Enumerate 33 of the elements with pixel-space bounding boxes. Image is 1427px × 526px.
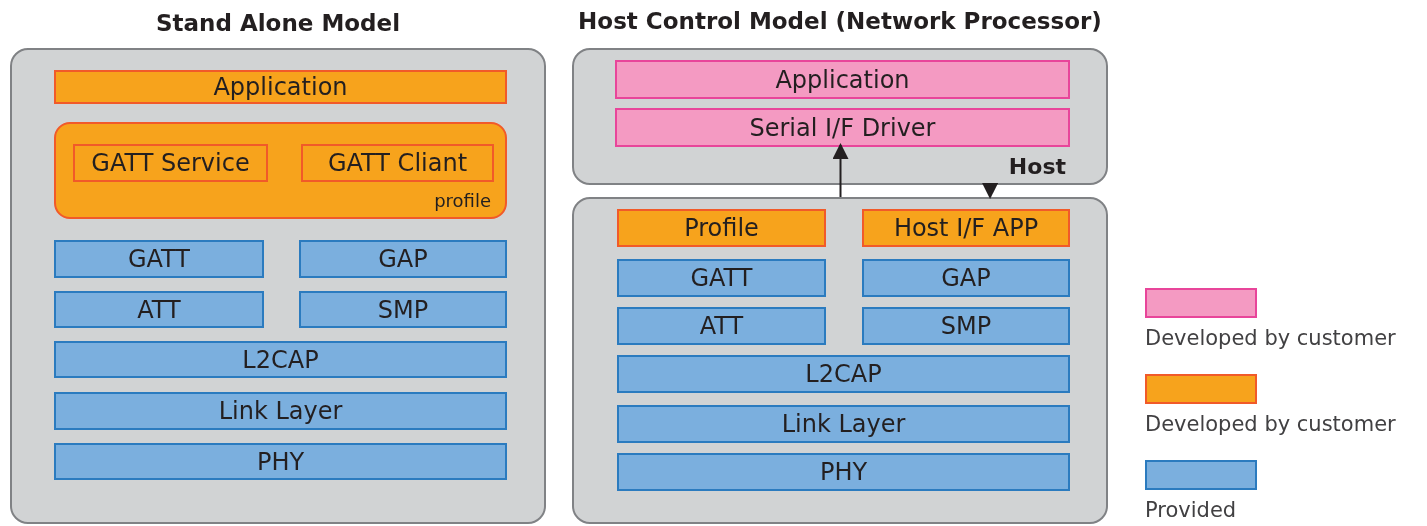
legend-label: Developed by customer [1145,326,1396,350]
layer-box: Link Layer [617,405,1070,443]
legend-label: Developed by customer [1145,412,1396,436]
layer-box: Profile [617,209,826,247]
layer-box: SMP [299,291,507,328]
diagram-heading: Host Control Model (Network Processor) [577,8,1103,34]
panel-label: profile [434,190,491,211]
layer-box: SMP [862,307,1070,345]
legend-label: Provided [1145,498,1237,522]
profile-panel [54,122,507,219]
layer-box: PHY [54,443,507,480]
layer-box: GATT [54,240,264,278]
layer-box: GAP [299,240,507,278]
layer-box: GATT Service [73,144,268,182]
layer-box: Serial I/F Driver [615,108,1070,147]
panel-label: Host [1008,154,1066,179]
layer-box: PHY [617,453,1070,491]
arrow [832,143,849,198]
module-panel [572,197,1108,524]
layer-box: Link Layer [54,392,507,430]
layer-box: ATT [617,307,826,345]
layer-box: L2CAP [54,341,507,378]
module-panel [572,48,1108,185]
layer-box: GATT [617,259,826,297]
layer-box: GATT Cliant [301,144,494,182]
panel-title: Stand Alone Model [155,10,401,36]
layer-box: ATT [54,291,264,328]
layer-box: Application [615,60,1070,99]
layer-box: L2CAP [617,355,1070,393]
layer-box: GAP [862,259,1070,297]
arrow [982,183,999,199]
layer-box: Host I/F APP [862,209,1070,247]
layer-box: Application [54,70,507,104]
